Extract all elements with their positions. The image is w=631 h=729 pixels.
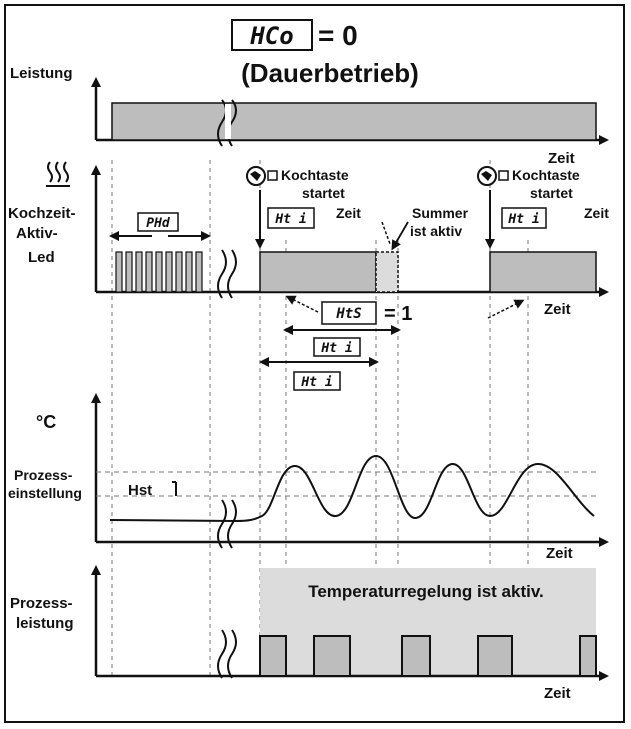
setpoint-line2: einstellung (8, 485, 82, 501)
output-pulses (259, 635, 597, 677)
hand-press-button-icon (246, 166, 278, 186)
phd-display: PHd (137, 212, 179, 232)
start-2-line1: Kochtaste (512, 167, 580, 183)
power-time-label: Zeit (548, 150, 575, 167)
start-1-line1: Kochtaste (281, 167, 349, 183)
start-1-line3: Zeit (336, 205, 361, 221)
steam-heat-icon (46, 161, 70, 187)
hti-code-4: Ht i (300, 375, 332, 390)
hts-display: HtS (321, 301, 377, 325)
hti-code-3: Ht i (320, 341, 352, 356)
summer-line2: ist aktiv (410, 223, 462, 239)
temp-unit-label: °C (36, 412, 56, 432)
led-label-line2: Aktiv- (16, 225, 58, 242)
output-time-label: Zeit (544, 685, 571, 702)
power-bar (111, 102, 597, 141)
time-break-gaps (225, 104, 231, 139)
led-on-block-2 (489, 251, 597, 293)
setpoint-line1: Prozess- (14, 467, 73, 483)
output-label-line1: Prozess- (10, 595, 73, 612)
restart-arrow (487, 299, 525, 319)
hti-display-3: Ht i (313, 337, 361, 357)
hti-code-2: Ht i (507, 212, 539, 227)
led-blink-pulses (115, 251, 203, 293)
hti-display-4: Ht i (293, 371, 341, 391)
summer-arrow (391, 221, 409, 251)
header-equals-value: = 0 (318, 20, 358, 51)
summer-line1: Summer (412, 205, 469, 221)
time-break-marks (217, 99, 237, 679)
summer-arrow-dashed (381, 221, 391, 245)
header-param-display: HCo (231, 19, 313, 51)
led-label-line1: Kochzeit- (8, 205, 76, 222)
hts-value: = 1 (384, 303, 412, 325)
led-label-line3: Led (28, 249, 55, 266)
header-mode: (Dauerbetrieb) (241, 58, 419, 88)
led-time-label: Zeit (544, 301, 571, 318)
control-active-text: Temperaturregelung ist aktiv. (308, 582, 544, 601)
hti-code-1: Ht i (274, 212, 306, 227)
header-param-code: HCo (249, 22, 293, 50)
start-1-line2: startet (302, 185, 345, 201)
hts-code: HtS (335, 306, 361, 322)
temperature-curve (109, 454, 595, 523)
hand-press-button-icon (477, 166, 509, 186)
phd-code: PHd (146, 216, 171, 231)
hst-label: Hst (128, 482, 152, 499)
hts-arrow (285, 295, 319, 313)
start-2-line2: startet (530, 185, 573, 201)
hti-display-2: Ht i (501, 207, 547, 229)
hst-bracket (172, 481, 177, 496)
led-summer-block (375, 251, 399, 293)
power-label: Leistung (10, 65, 73, 82)
temp-time-label: Zeit (546, 545, 573, 562)
led-on-block-1 (259, 251, 377, 293)
output-label-line2: leistung (16, 615, 74, 632)
start-2-line3: Zeit (584, 205, 609, 221)
hti-display-1: Ht i (267, 207, 315, 229)
